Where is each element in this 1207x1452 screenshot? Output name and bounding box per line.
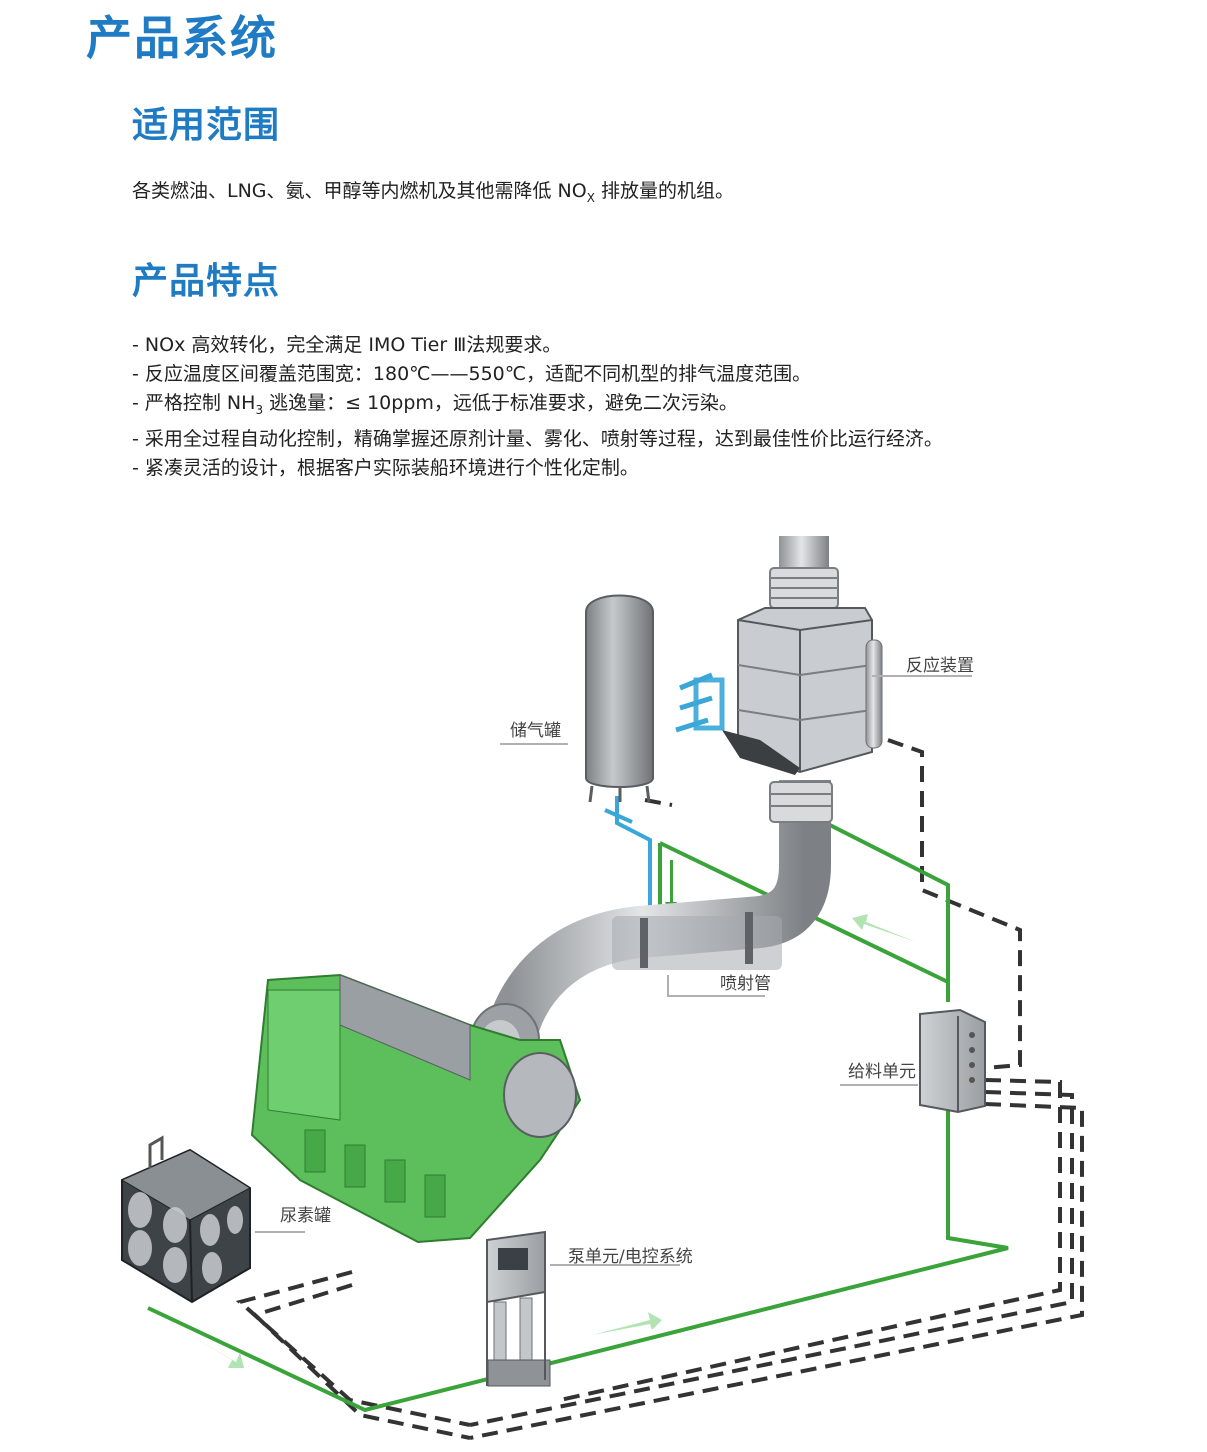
gas-tank-icon — [585, 594, 654, 803]
feature-item-after: 逃逸量：≤ 10ppm，远低于标准要求，避免二次污染。 — [263, 392, 738, 414]
label-gas-tank: 储气罐 — [510, 721, 561, 741]
page-title: 产品系统 — [86, 11, 278, 65]
air-line — [604, 796, 652, 918]
features-list: - NOx 高效转化，完全满足 IMO Tier Ⅲ法规要求。 - 反应温度区间… — [132, 331, 943, 483]
feature-item: - 采用全过程自动化控制，精确掌握还原剂计量、雾化、喷射等过程，达到最佳性价比运… — [132, 427, 943, 450]
scr-system-diagram: 反应装置 储气罐 喷射管 给料单元 尿素罐 泵单元/电控系统 — [120, 536, 1084, 1440]
urea-tank-icon — [120, 1135, 251, 1304]
label-feed-unit: 给料单元 — [848, 1062, 916, 1082]
label-pump-unit: 泵单元/电控系统 — [568, 1247, 693, 1267]
control-cables — [235, 738, 1084, 1440]
label-leaders — [255, 675, 972, 1266]
features-heading: 产品特点 — [132, 261, 281, 302]
scope-heading: 适用范围 — [132, 105, 281, 146]
feature-item: - NOx 高效转化，完全满足 IMO Tier Ⅲ法规要求。 — [132, 334, 562, 356]
feature-item: - 严格控制 NH3 逃逸量：≤ 10ppm，远低于标准要求，避免二次污染。 — [132, 389, 943, 425]
feature-item: - 反应温度区间覆盖范围宽：180℃——550℃，适配不同机型的排气温度范围。 — [132, 363, 812, 385]
feed-unit-icon — [919, 1008, 986, 1114]
exhaust-pipe — [470, 780, 831, 1077]
pump-unit-icon — [486, 1230, 551, 1387]
engine-icon — [250, 973, 582, 1244]
label-injection-pipe: 喷射管 — [720, 974, 771, 994]
inlet-arrows — [675, 672, 725, 733]
scope-text: 各类燃油、LNG、氨、甲醇等内燃机及其他需降低 NOX 排放量的机组。 — [132, 176, 734, 205]
feature-item: - 紧凑灵活的设计，根据客户实际装船环境进行个性化定制。 — [132, 456, 639, 479]
scope-text-after: 排放量的机组。 — [594, 180, 735, 202]
scope-text-sub: X — [586, 190, 595, 205]
feature-item-before: - 严格控制 NH — [132, 392, 256, 414]
label-urea-tank: 尿素罐 — [280, 1206, 331, 1226]
flow-arrows — [182, 914, 916, 1368]
feature-item-sub: 3 — [255, 402, 264, 417]
scope-text-before: 各类燃油、LNG、氨、甲醇等内燃机及其他需降低 NO — [132, 180, 587, 202]
reactor-icon — [722, 607, 883, 775]
label-reactor: 反应装置 — [906, 656, 974, 676]
